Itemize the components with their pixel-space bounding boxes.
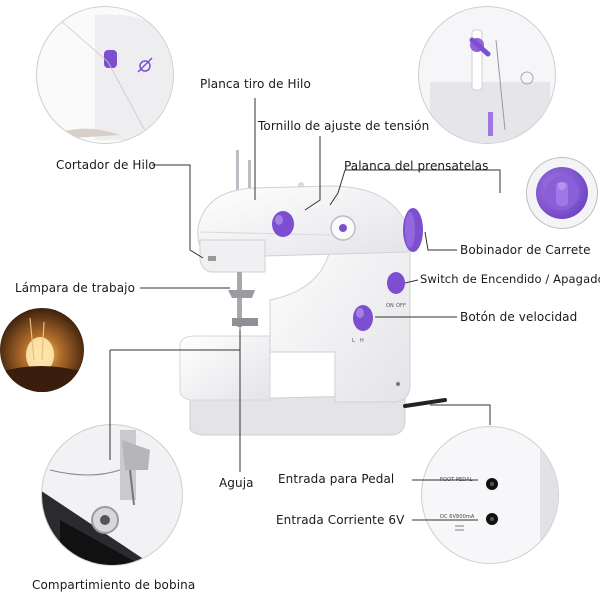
work-lamp-detail [0,308,84,392]
foot-pedal-marking: FOOT PEDAL [440,477,473,483]
label-bobinador-de-carrete: Bobinador de Carrete [460,243,591,257]
label-lampara-de-trabajo: Lámpara de trabajo [15,281,136,295]
presser-lever-detail [418,6,556,144]
label-aguja: Aguja [219,476,254,490]
label-entrada-pedal: Entrada para Pedal [278,472,395,486]
label-cortador-de-hilo: Cortador de Hilo [56,158,156,172]
label-boton-de-velocidad: Botón de velocidad [460,310,578,324]
label-planca-tiro-de-hilo: Planca tiro de Hilo [200,77,311,91]
label-tornillo-ajuste-tension: Tornillo de ajuste de tensión [258,119,430,133]
speed-high-marking: H [360,338,364,344]
bobbin-compartment-detail [41,424,183,566]
off-marking: OFF [396,303,406,309]
label-palanca-prensatelas: Palanca del prensatelas [344,159,489,173]
label-compartimiento-bobina: Compartimiento de bobina [32,578,196,592]
rear-panel-detail [421,426,559,564]
label-switch-encendido: Switch de Encendido / Apagado [420,272,600,286]
dc-input-marking: DC 6V800mA [440,514,475,520]
thread-cutter-detail [36,6,174,144]
on-marking: ON [386,303,394,309]
bobbin-winder-detail [526,157,598,229]
leader-lines [109,98,501,521]
sewing-machine [179,150,447,436]
speed-low-marking: L [352,338,355,344]
label-entrada-corriente: Entrada Corriente 6V [276,513,405,527]
